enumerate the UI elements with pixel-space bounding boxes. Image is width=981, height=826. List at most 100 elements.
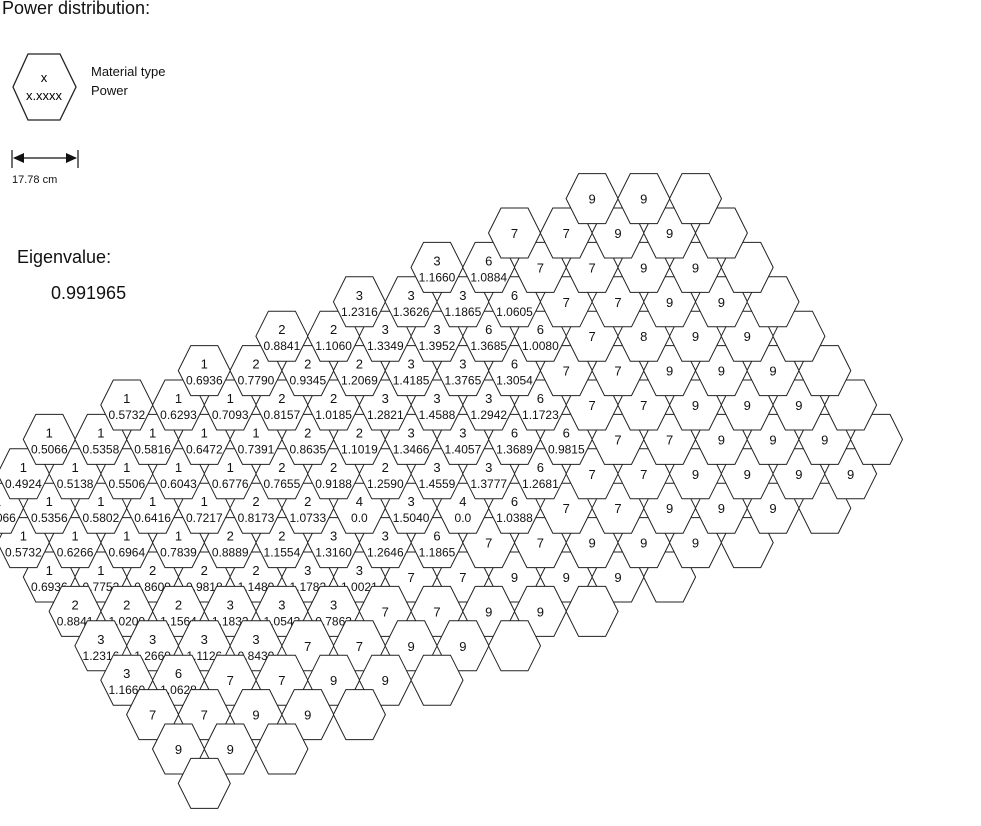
- assembly-power: 0.7839: [160, 546, 197, 560]
- assembly-material: 9: [330, 673, 337, 688]
- assembly-power: 1.4559: [419, 477, 456, 491]
- assembly-cell: [177, 757, 231, 809]
- assembly-power: 1.2316: [341, 305, 378, 319]
- assembly-power: 0.6472: [186, 442, 223, 456]
- assembly-material: 1: [97, 425, 104, 440]
- assembly-material: 3: [149, 632, 156, 647]
- assembly-material: 1: [175, 529, 182, 544]
- assembly-material: 3: [97, 632, 104, 647]
- assembly-power: 0.6936: [186, 374, 223, 388]
- assembly-power: 1.3685: [470, 339, 507, 353]
- assembly-material: 2: [330, 322, 337, 337]
- assembly-power: 1.0884: [470, 270, 507, 284]
- assembly-power: 0.8635: [289, 442, 326, 456]
- assembly-power: 0.5138: [57, 477, 94, 491]
- assembly-material: 7: [382, 604, 389, 619]
- assembly-material: 1: [227, 460, 234, 475]
- assembly-material: 1: [123, 391, 130, 406]
- assembly-material: 3: [485, 391, 492, 406]
- assembly-power: 1.1832: [212, 614, 249, 628]
- assembly-power: 1.2681: [522, 477, 559, 491]
- assembly-power: 1.3777: [470, 477, 507, 491]
- assembly-material: 7: [201, 708, 208, 723]
- assembly-power: 1.4185: [393, 374, 430, 388]
- assembly-material: 1: [46, 494, 53, 509]
- assembly-power: 1.2669: [134, 649, 171, 663]
- assembly-power: 1.2646: [367, 546, 404, 560]
- assembly-material: 9: [666, 501, 673, 516]
- assembly-material: 3: [227, 597, 234, 612]
- assembly-material: 3: [485, 460, 492, 475]
- assembly-material: 7: [640, 398, 647, 413]
- assembly-power: 0.5066: [31, 442, 68, 456]
- assembly-material: 1: [175, 460, 182, 475]
- assembly-material: 6: [563, 425, 570, 440]
- assembly-power: 1.1126: [186, 649, 222, 663]
- assembly-cell: [410, 654, 464, 706]
- assembly-cell: 31.1660: [410, 241, 464, 293]
- assembly-power: 1.1865: [419, 546, 456, 560]
- assembly-material: 3: [356, 288, 363, 303]
- assembly-power: 1.1554: [264, 546, 301, 560]
- assembly-power: 1.4057: [445, 442, 482, 456]
- assembly-power: 0.4924: [5, 477, 42, 491]
- assembly-power: 0.8157: [264, 408, 301, 422]
- assembly-power: 1.3160: [315, 546, 352, 560]
- assembly-power: 1.2590: [367, 477, 404, 491]
- assembly-material: 3: [459, 425, 466, 440]
- assembly-material: 2: [304, 425, 311, 440]
- assembly-power: 0.6416: [134, 511, 171, 525]
- assembly-power: 1.2316: [83, 649, 120, 663]
- assembly-material: 2: [330, 460, 337, 475]
- assembly-power: 1.0388: [496, 511, 533, 525]
- assembly-material: 9: [485, 604, 492, 619]
- assembly-power: 1.3689: [496, 442, 533, 456]
- assembly-material: 9: [744, 329, 751, 344]
- assembly-power: 0.5358: [83, 442, 120, 456]
- assembly-power: 1.3765: [445, 374, 482, 388]
- assembly-power: 0.6043: [160, 477, 197, 491]
- assembly-power: 1.1865: [445, 305, 482, 319]
- assembly-power: 0.5816: [134, 442, 171, 456]
- assembly-material: 6: [537, 391, 544, 406]
- assembly-power: 1.1660: [419, 270, 456, 284]
- assembly-material: 6: [511, 357, 518, 372]
- assembly-power: 0.6936: [31, 580, 68, 594]
- assembly-power: 1.0021: [341, 580, 378, 594]
- assembly-material: 3: [201, 632, 208, 647]
- assembly-material: 9: [692, 536, 699, 551]
- assembly-material: 7: [640, 467, 647, 482]
- assembly-power: 0.7217: [186, 511, 223, 525]
- legend-material-label: Material type: [91, 64, 166, 79]
- assembly-material: 2: [278, 322, 285, 337]
- assembly-material: 9: [769, 432, 776, 447]
- assembly-material: 7: [614, 501, 621, 516]
- assembly-power: 1.1723: [522, 408, 559, 422]
- assembly-material: 1: [201, 425, 208, 440]
- assembly-material: 9: [640, 536, 647, 551]
- assembly-power: 1.2821: [367, 408, 404, 422]
- assembly-material: 3: [433, 322, 440, 337]
- assembly-power: 1.1060: [315, 339, 352, 353]
- assembly-material: 4: [356, 494, 363, 509]
- assembly-material: 3: [407, 288, 414, 303]
- assembly-power: 0.8889: [212, 546, 249, 560]
- assembly-material: 7: [537, 260, 544, 275]
- assembly-power: 0.5802: [83, 511, 120, 525]
- assembly-material: 9: [666, 364, 673, 379]
- assembly-material: 7: [614, 295, 621, 310]
- assembly-material: 9: [692, 329, 699, 344]
- assembly-material: 3: [407, 494, 414, 509]
- assembly-power: 0.9345: [289, 374, 326, 388]
- assembly-power: 0.8430: [238, 649, 275, 663]
- assembly-material: 7: [407, 570, 414, 585]
- assembly-power: 1.2942: [470, 408, 507, 422]
- assembly-material: 3: [459, 288, 466, 303]
- assembly-material: 9: [718, 295, 725, 310]
- assembly-power: 0.5066: [0, 511, 16, 525]
- assembly-material: 6: [433, 529, 440, 544]
- assembly-power: 1.1019: [341, 442, 378, 456]
- assembly-material: 7: [563, 226, 570, 241]
- assembly-material: 7: [304, 639, 311, 654]
- assembly-material: 9: [563, 570, 570, 585]
